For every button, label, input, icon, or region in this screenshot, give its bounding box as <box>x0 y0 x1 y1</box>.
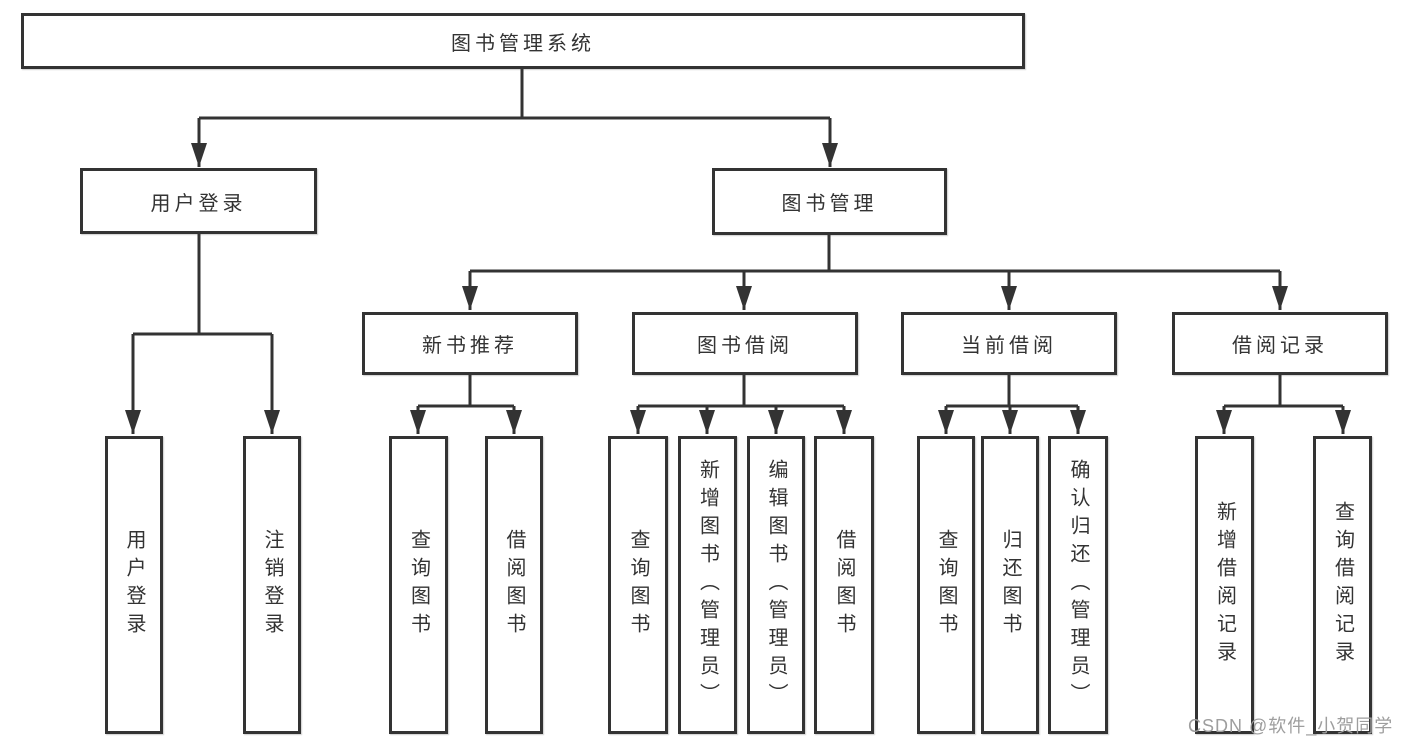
connector-new-book-recommend-children <box>410 375 522 434</box>
leaf-bb-add-book-admin: 新增图书（管理员） <box>678 436 737 734</box>
leaf-bb-borrow-book: 借阅图书 <box>814 436 874 734</box>
leaf-logout-label: 注销登录 <box>261 529 283 641</box>
node-user-login-label: 用户登录 <box>150 192 247 215</box>
node-borrow-records-label: 借阅记录 <box>1232 335 1328 357</box>
connector-borrow-records-children <box>1216 375 1351 434</box>
leaf-br-add-record-label: 新增借阅记录 <box>1213 501 1236 669</box>
leaf-bb-query-book: 查询图书 <box>608 436 668 734</box>
leaf-cb-return-book: 归还图书 <box>981 436 1039 734</box>
node-new-book-recommend: 新书推荐 <box>362 312 578 375</box>
connector-book-management-children <box>462 235 1288 310</box>
leaf-user-login-label: 用户登录 <box>123 529 145 641</box>
connector-current-borrow-children <box>938 375 1086 434</box>
leaf-logout: 注销登录 <box>243 436 301 734</box>
leaf-cb-query-book-label: 查询图书 <box>935 529 957 641</box>
node-root: 图书管理系统 <box>21 13 1025 69</box>
leaf-cb-return-book-label: 归还图书 <box>999 529 1021 641</box>
leaf-bb-borrow-book-label: 借阅图书 <box>833 529 855 641</box>
node-user-login: 用户登录 <box>80 168 317 234</box>
node-current-borrow: 当前借阅 <box>901 312 1117 375</box>
leaf-cb-confirm-return-admin: 确认归还（管理员） <box>1048 436 1108 734</box>
node-root-label: 图书管理系统 <box>451 32 595 55</box>
node-book-borrow: 图书借阅 <box>632 312 858 375</box>
leaf-nbr-query-book-label: 查询图书 <box>407 529 430 641</box>
leaf-bb-edit-book-admin-label: 编辑图书（管理员） <box>765 459 787 711</box>
node-book-management: 图书管理 <box>712 168 947 235</box>
node-new-book-recommend-label: 新书推荐 <box>422 335 518 357</box>
leaf-nbr-borrow-book: 借阅图书 <box>485 436 543 734</box>
connector-book-borrow-children <box>630 375 852 434</box>
leaf-cb-confirm-return-admin-label: 确认归还（管理员） <box>1067 459 1089 711</box>
leaf-bb-query-book-label: 查询图书 <box>627 529 649 641</box>
leaf-cb-query-book: 查询图书 <box>917 436 975 734</box>
node-current-borrow-label: 当前借阅 <box>961 335 1057 357</box>
leaf-nbr-query-book: 查询图书 <box>389 436 448 734</box>
node-borrow-records: 借阅记录 <box>1172 312 1388 375</box>
csdn-watermark: CSDN @软件_小贺同学 <box>1188 716 1394 736</box>
leaf-br-add-record: 新增借阅记录 <box>1195 436 1254 734</box>
connector-root-to-level2 <box>191 69 838 167</box>
node-book-management-label: 图书管理 <box>781 193 878 215</box>
leaf-bb-edit-book-admin: 编辑图书（管理员） <box>747 436 805 734</box>
leaf-bb-add-book-admin-label: 新增图书（管理员） <box>696 459 719 711</box>
leaf-nbr-borrow-book-label: 借阅图书 <box>503 529 525 641</box>
connector-user-login-children <box>125 234 280 434</box>
leaf-br-query-record-label: 查询借阅记录 <box>1331 501 1354 669</box>
node-book-borrow-label: 图书借阅 <box>697 335 793 357</box>
leaf-user-login: 用户登录 <box>105 436 163 734</box>
leaf-br-query-record: 查询借阅记录 <box>1313 436 1372 734</box>
